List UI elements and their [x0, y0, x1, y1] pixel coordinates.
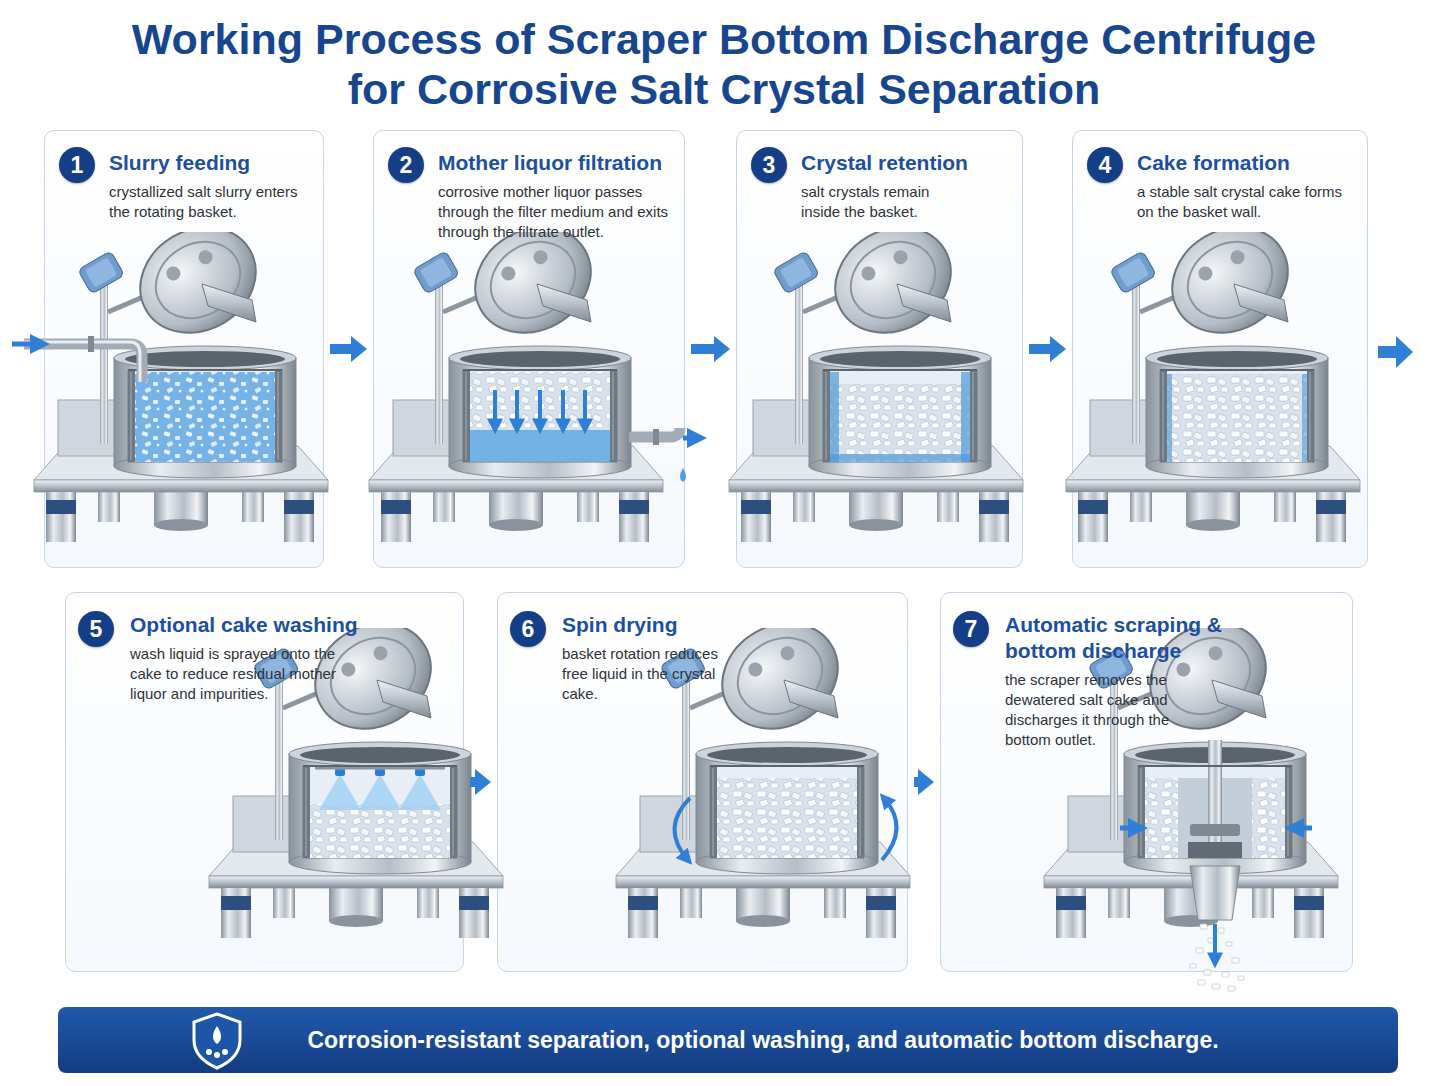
text-group: Optional cake washing wash liquid is spra…: [130, 612, 340, 704]
step-heading: Automatic scraping & bottom discharge: [1005, 612, 1255, 664]
filtrate-arrow: [683, 436, 699, 441]
diagram-title: Working Process of Scraper Bottom Discha…: [114, 14, 1334, 114]
step-panel: Slurry feeding crystallized salt slurry e…: [44, 130, 324, 568]
step-number-text: 5: [78, 611, 114, 647]
summary-text: Corrosion-resistant separation, optional…: [307, 1027, 1218, 1054]
step-description: salt crystals remain inside the basket.: [801, 182, 971, 222]
step-number: 5: [78, 611, 114, 647]
step-heading: Optional cake washing: [130, 612, 340, 638]
flow-arrow: [470, 769, 491, 795]
step-description: basket rotation reduces free liquid in t…: [562, 644, 732, 704]
text-group: Automatic scraping & bottom dischargethe…: [1005, 612, 1200, 750]
step-number: 2: [388, 147, 424, 183]
step-panel: Automatic scraping & bottom discharge the…: [940, 592, 1353, 972]
step-panel: Crystal retention salt crystals remain in…: [736, 130, 1023, 568]
flow-arrow: [914, 769, 934, 795]
step-panel: Cake formation a stable salt crystal cake…: [1072, 130, 1368, 568]
step-heading: Mother liquor filtration: [438, 150, 678, 176]
step-number: 4: [1087, 147, 1123, 183]
step-description: a stable salt crystal cake forms on the …: [1137, 182, 1352, 222]
step-number-text: 7: [953, 611, 989, 647]
flow-arrow: [691, 336, 730, 362]
step-number-text: 6: [510, 611, 546, 647]
text-group: Spin drying basket rotation reduces free …: [562, 612, 732, 704]
step-number: 1: [59, 147, 95, 183]
step-description: wash liquid is sprayed onto the cake to …: [130, 644, 340, 704]
step-description: corrosive mother liquor passes through t…: [438, 182, 678, 242]
step-number-text: 1: [59, 147, 95, 183]
step-number-text: 4: [1087, 147, 1123, 183]
text-group: Crystal retention salt crystals remain in…: [801, 150, 971, 222]
step-number-text: 2: [388, 147, 424, 183]
text-group: Slurry feeding crystallized salt slurry e…: [109, 150, 314, 222]
text-group: Cake formation a stable salt crystal cake…: [1137, 150, 1352, 222]
step-heading: Crystal retention: [801, 150, 971, 176]
step-number: 7: [953, 611, 989, 647]
step-heading: Slurry feeding: [109, 150, 314, 176]
text-group: Mother liquor filtration corrosive mother…: [438, 150, 678, 242]
feed-arrow: [12, 342, 42, 347]
step-description: the scraper removes the dewatered salt c…: [1005, 670, 1200, 750]
step-panel: Mother liquor filtration corrosive mother…: [373, 130, 685, 568]
step-description: crystallized salt slurry enters the rota…: [109, 182, 314, 222]
step-panel: Spin drying basket rotation reduces free …: [497, 592, 908, 972]
step-heading: Spin drying: [562, 612, 732, 638]
step-number: 6: [510, 611, 546, 647]
step-number: 3: [751, 147, 787, 183]
step-number-text: 3: [751, 147, 787, 183]
flow-arrow: [1029, 336, 1066, 362]
summary-band: Corrosion-resistant separation, optional…: [58, 1007, 1398, 1073]
continue-arrow: [1378, 336, 1413, 368]
step-heading: Cake formation: [1137, 150, 1352, 176]
flow-arrow: [330, 336, 367, 362]
step-panel: Optional cake washing wash liquid is spra…: [65, 592, 464, 972]
